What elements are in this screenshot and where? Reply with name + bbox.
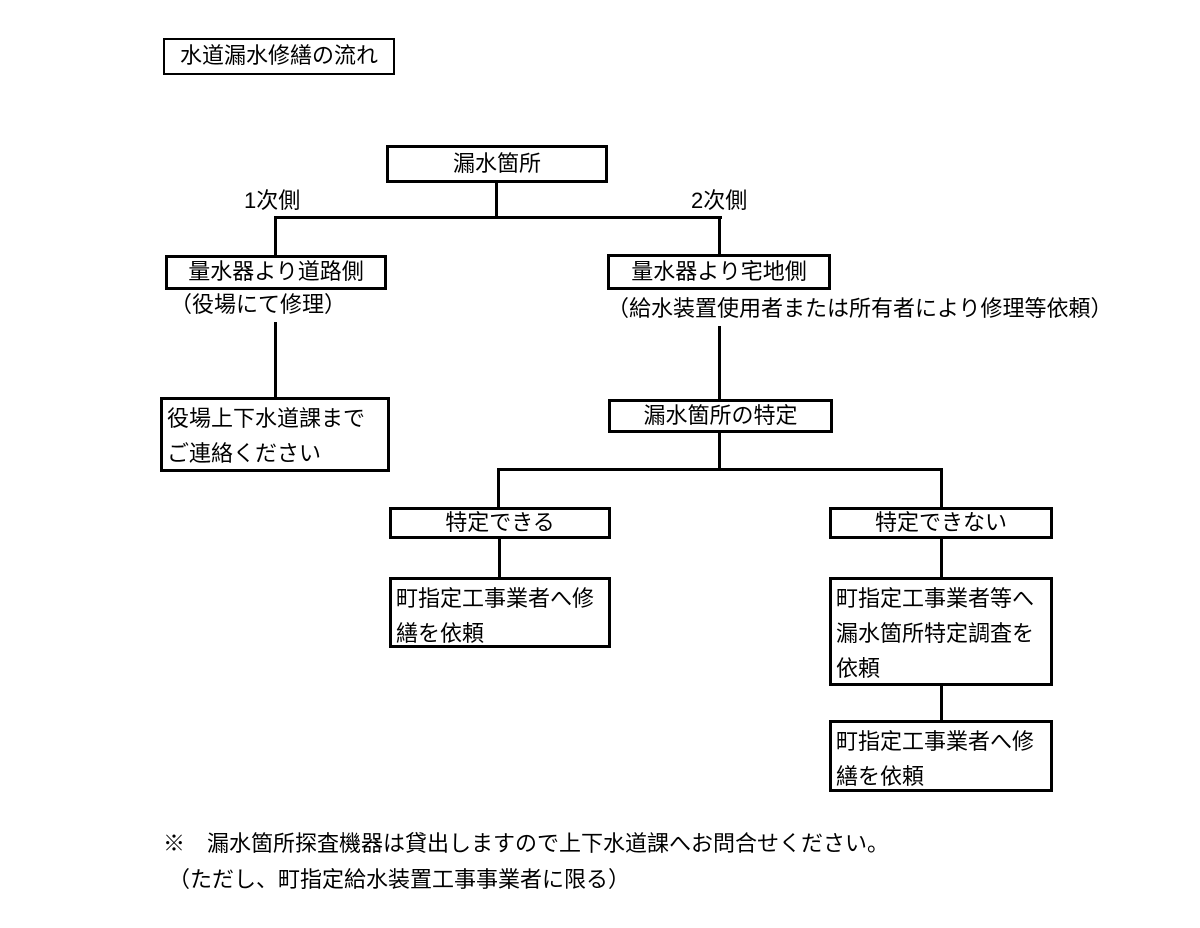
connector-line [940, 539, 943, 577]
connector-line [274, 322, 277, 397]
repair-request-right-box: 町指定工事業者へ修 繕を依頼 [829, 720, 1053, 792]
unidentifiable-box: 特定できない [829, 507, 1053, 539]
connector-line [940, 686, 943, 720]
road-side-caption: （役場にて修理） [170, 292, 347, 317]
connector-line [718, 433, 721, 470]
connector-line [497, 468, 943, 471]
page-title: 水道漏水修繕の流れ [163, 38, 395, 75]
branch-label-secondary: 2次側 [691, 188, 748, 213]
connector-line [495, 183, 498, 219]
identifiable-box: 特定できる [389, 507, 611, 539]
connector-line [940, 468, 943, 507]
connector-line [274, 216, 277, 255]
note-line-1: ※ 漏水箇所探査機器は貸出しますので上下水道課へお問合せください。 [163, 831, 890, 856]
meter-road-side-box: 量水器より道路側 [165, 255, 387, 290]
leak-location-box: 漏水箇所 [386, 145, 608, 183]
identify-leak-box: 漏水箇所の特定 [608, 399, 833, 433]
repair-request-left-box: 町指定工事業者へ修 繕を依頼 [389, 577, 611, 648]
contact-office-box: 役場上下水道課まで ご連絡ください [160, 397, 390, 472]
premise-side-caption: （給水装置使用者または所有者により修理等依頼） [607, 296, 1113, 321]
note-line-2: （ただし、町指定給水装置工事事業者に限る） [168, 867, 631, 892]
connector-line [497, 468, 500, 507]
connector-line [498, 539, 501, 577]
connector-line [274, 216, 722, 219]
meter-premise-side-box: 量水器より宅地側 [607, 254, 831, 290]
investigation-request-box: 町指定工事業者等へ 漏水箇所特定調査を 依頼 [829, 577, 1053, 686]
connector-line [718, 216, 721, 254]
connector-line [718, 326, 721, 399]
branch-label-primary: 1次側 [244, 188, 301, 213]
